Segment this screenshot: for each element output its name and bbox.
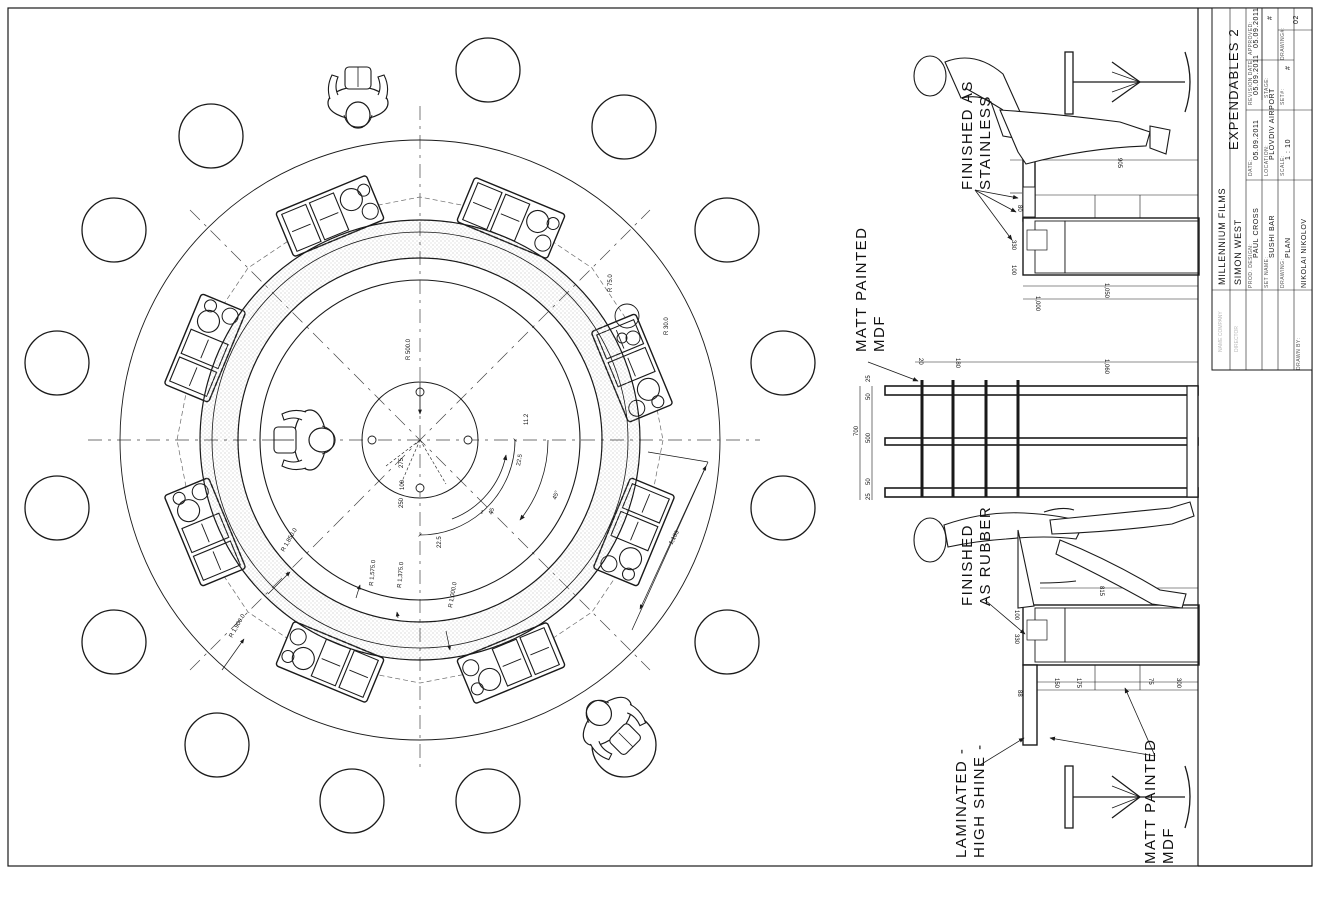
tb-scale-label: SCALE: (1280, 155, 1286, 176)
dim-330-a: 330 (1010, 240, 1016, 251)
dim-angle-22-5-a: 22.5 (516, 453, 524, 466)
tb-set-name-label: SET NAME: (1264, 257, 1270, 288)
note-laminated: LAMINATED -HIGH SHINE - (953, 743, 988, 858)
tb-set-label: SET#: (1280, 89, 1286, 105)
tb-drawn-by: NIKOLAI NIKOLOV (1301, 218, 1308, 288)
dim-180: 180 (954, 358, 960, 369)
dim-1060: 1,060 (1103, 359, 1109, 375)
tb-production: EXPENDABLES 2 (1226, 28, 1241, 150)
dim-175: 175 (1075, 678, 1081, 689)
dim-100-a: 100 (1010, 265, 1016, 276)
dim-r75: R 75.0 (608, 274, 614, 292)
tb-director-label: DIRECTOR (1234, 326, 1240, 352)
dim-20: 20 (917, 358, 923, 365)
dim-r500: R 500.0 (406, 338, 412, 360)
tb-drawing: PLAN (1285, 237, 1292, 258)
dim-905: 905 (1116, 158, 1122, 169)
dim-r1000: R 1,000.0 (448, 581, 459, 608)
dim-150: 150 (1053, 678, 1059, 689)
tb-stage-label: STAGE: (1264, 77, 1270, 98)
dim-r1575: R 1,575.0 (369, 559, 377, 586)
tb-prod-design-label: PROD. DESIGN: (1248, 244, 1254, 288)
dim-1050: 1,050 (1103, 283, 1109, 299)
radius-leader-lines (221, 382, 709, 671)
dim-250: 250 (399, 497, 405, 508)
dim-angle-22-5-b: 22.5 (437, 536, 443, 548)
tb-hash-1: # (1285, 66, 1292, 71)
dim-300: 300 (1175, 678, 1181, 689)
sushi-bar-section-elevation: 1,050 1,000 1,060 20 180 700 500 50 50 2… (853, 51, 1200, 864)
dim-275: 275 (399, 457, 405, 468)
tb-location-label: LOCATION: (1264, 145, 1270, 176)
tb-director: SIMON WEST (1233, 219, 1243, 285)
tb-prod-design: PAUL CROSS (1253, 208, 1260, 258)
bar-stools-side (1064, 51, 1191, 829)
tb-hash-2: # (1267, 16, 1274, 21)
title-block: NAME COMPANY DIRECTOR MILLENNIUM FILMS E… (1197, 7, 1313, 867)
dim-100-b: 100 (1013, 610, 1019, 621)
tb-drawing-num: 02 (1293, 15, 1300, 24)
people-elevation (913, 55, 1195, 609)
tb-date: 05.09.2011 (1253, 119, 1260, 160)
dim-100: 100 (400, 479, 406, 490)
dim-700: 700 (854, 425, 860, 436)
dim-angle-45-deg: 45° (552, 490, 561, 501)
dim-angle-45: 45 (488, 507, 496, 516)
tb-revision-date: 05.09.2011 (1253, 54, 1260, 95)
stools-ring (24, 37, 816, 834)
bar-ring-section (199, 219, 641, 661)
tb-name-company-label: NAME COMPANY (1218, 311, 1224, 352)
tb-date-label: DATE: (1248, 159, 1254, 176)
dim-25-a: 25 (866, 375, 872, 382)
gas-valves-detail (614, 303, 641, 346)
tb-approved-label: APPROVED: (1248, 21, 1254, 55)
sushi-bar-plan-view: R 1,900.0 R 1,850.0 R 1,575.0 R 1,375.0 … (24, 37, 816, 834)
sheet-border (7, 7, 1313, 867)
leader-lines (867, 189, 1156, 766)
section-dimension-labels: 1,050 1,000 1,060 20 180 700 500 50 50 2… (854, 158, 1181, 697)
dim-500: 500 (866, 432, 872, 443)
dim-r1375: R 1,375.0 (397, 561, 405, 588)
counter-top-slabs (884, 380, 1199, 498)
dim-75: 75 (1147, 678, 1153, 685)
tb-drawn-by-label: DRAWN BY: (1296, 338, 1302, 370)
lower-bar-section (1022, 604, 1200, 746)
section-notes: MATT PAINTEDMDF FINISHED ASSTAINLESS FIN… (853, 80, 1177, 864)
tb-drawing-num-label: DRAWING#: (1280, 27, 1286, 60)
note-finished-stainless: FINISHED ASSTAINLESS (959, 80, 994, 190)
dim-50-b: 50 (866, 478, 872, 485)
dim-88: 88 (1016, 690, 1022, 697)
tb-drawing-label: DRAWING: (1280, 259, 1286, 288)
dim-r1850: R 1,850.0 (281, 527, 300, 553)
angle-dimension-arcs (418, 438, 549, 537)
note-matt-painted-top: MATT PAINTEDMDF (853, 226, 888, 352)
note-finished-rubber: FINISHEDAS RUBBER (959, 506, 994, 606)
note-matt-painted-bottom: MATT PAINTEDMDF (1142, 738, 1177, 864)
dim-330-b: 330 (1013, 634, 1019, 645)
tb-location: PLOVDIV AIRPORT (1269, 88, 1276, 160)
tb-scale: 1 : 10 (1285, 139, 1292, 160)
outer-footprint-circle (119, 139, 721, 741)
dim-r1900: R 1,900.0 (229, 613, 248, 639)
tb-company: MILLENNIUM FILMS (1217, 188, 1227, 285)
dim-50-a: 50 (866, 393, 872, 400)
dim-1133: 1,133 (668, 529, 681, 546)
dim-r30: R 30.0 (664, 317, 670, 335)
upper-bar-section (1022, 136, 1200, 276)
plan-centerlines (88, 106, 760, 770)
tb-revision-label: REVISION DATE: (1248, 58, 1254, 105)
dim-815: 815 (1098, 586, 1104, 597)
tb-set-name: SUSHI BAR (1269, 215, 1276, 258)
dim-1000: 1,000 (1034, 296, 1040, 312)
dim-25-b: 25 (866, 493, 872, 500)
dim-80: 80 (1016, 205, 1022, 212)
tb-approved-date: 05.09.2011 (1253, 7, 1260, 48)
dim-11-2: 11.2 (524, 413, 530, 425)
